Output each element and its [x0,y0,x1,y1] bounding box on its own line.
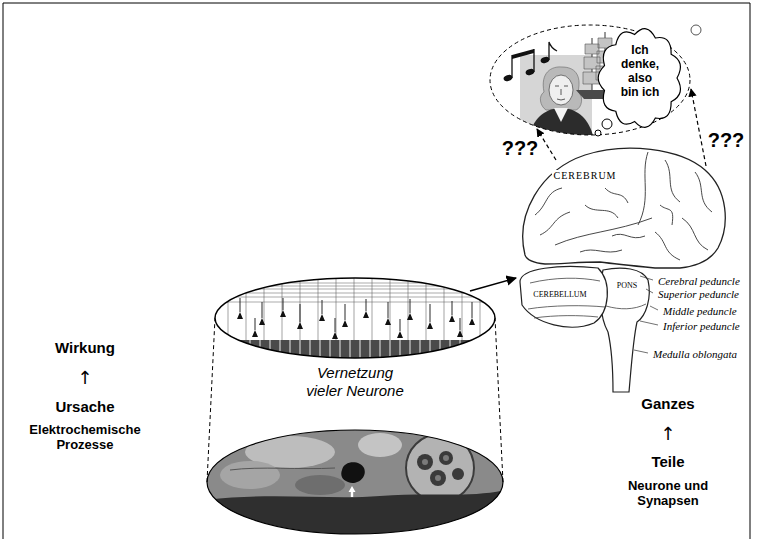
pons-line [606,304,646,309]
tissue-patch [295,475,345,495]
vesicle [452,468,464,480]
neuron-network [215,278,495,360]
brain-part-label: PONS [616,281,638,290]
brain-part-label: CEREBELLUM [532,290,587,299]
note-head [525,68,536,77]
pointer-arrow [349,486,356,497]
tissue-patch [358,433,402,457]
level-heading: Ganzes [640,395,695,412]
question-marks: ??? [707,129,746,152]
zoom-lines [207,318,503,482]
ellipse-shape [213,276,497,360]
gyri [535,152,712,260]
ellipse-outline [215,278,495,358]
cloud-outline [598,29,680,128]
membrane-line [230,468,335,470]
synapse-spot [341,462,365,483]
mind-outline [490,25,690,135]
pyramidal-cells [237,310,475,339]
portrait-cravat [554,108,568,122]
question-marks: ??? [501,137,540,160]
emergence-arrow [537,129,556,160]
portrait-face [549,75,573,105]
tissue-patch [220,461,280,489]
bubble-tail [602,119,612,129]
note-head [503,74,514,83]
note-stems [512,42,557,78]
level-description: Elektrochemische Prozesse [22,423,149,453]
micrograph [205,428,505,539]
level-heading: Teile [650,453,685,470]
micrograph-outline [207,430,503,534]
cerebrum [523,148,725,268]
anatomy-label: Cerebral peduncle [657,275,741,288]
emergence-arrow [691,89,706,166]
direction-arrow: ↑ [659,424,676,445]
bubble-tail [595,130,601,136]
level-heading: Wirkung [54,339,116,356]
frame [3,3,750,539]
synaptic-terminal [406,434,474,502]
speech-text: Ich denke, also bin ich [619,43,661,99]
micrograph-ground [205,428,505,539]
level-heading: Ursache [54,398,115,415]
cerebellum-folia [528,278,605,318]
white-matter-band [215,340,495,360]
portrait-features [555,86,568,100]
band-stripes [220,340,490,360]
dendrites [240,298,472,332]
level-caption: Vernetzung vieler Neurone [299,364,411,400]
direction-arrow: ↑ [76,368,93,389]
cerebellum [520,267,607,328]
anatomy-label: Superior peduncle [657,288,740,301]
level-arrow [470,278,516,291]
brainstem [600,268,649,392]
anatomy-label: Inferior peduncle [662,320,741,333]
brain-part-label: CEREBRUM [552,170,617,182]
note-beam [512,49,534,59]
anatomy-label: Middle peduncle [662,305,738,318]
vesicle-core [422,455,449,481]
anatomy-label: Medulla oblongata [652,348,738,361]
portrait-coat [528,108,594,140]
portrait-hair [540,67,581,110]
dark-membrane [205,490,505,539]
fibre-lines [215,283,495,302]
level-description: Neurone und Synapsen [617,479,719,509]
note-head [540,56,551,65]
network-ellipse: Vernetzung vieler Neurone [213,276,497,418]
speech-bubble: Ich denke, also bin ich [597,28,683,128]
small-icon [691,25,701,35]
